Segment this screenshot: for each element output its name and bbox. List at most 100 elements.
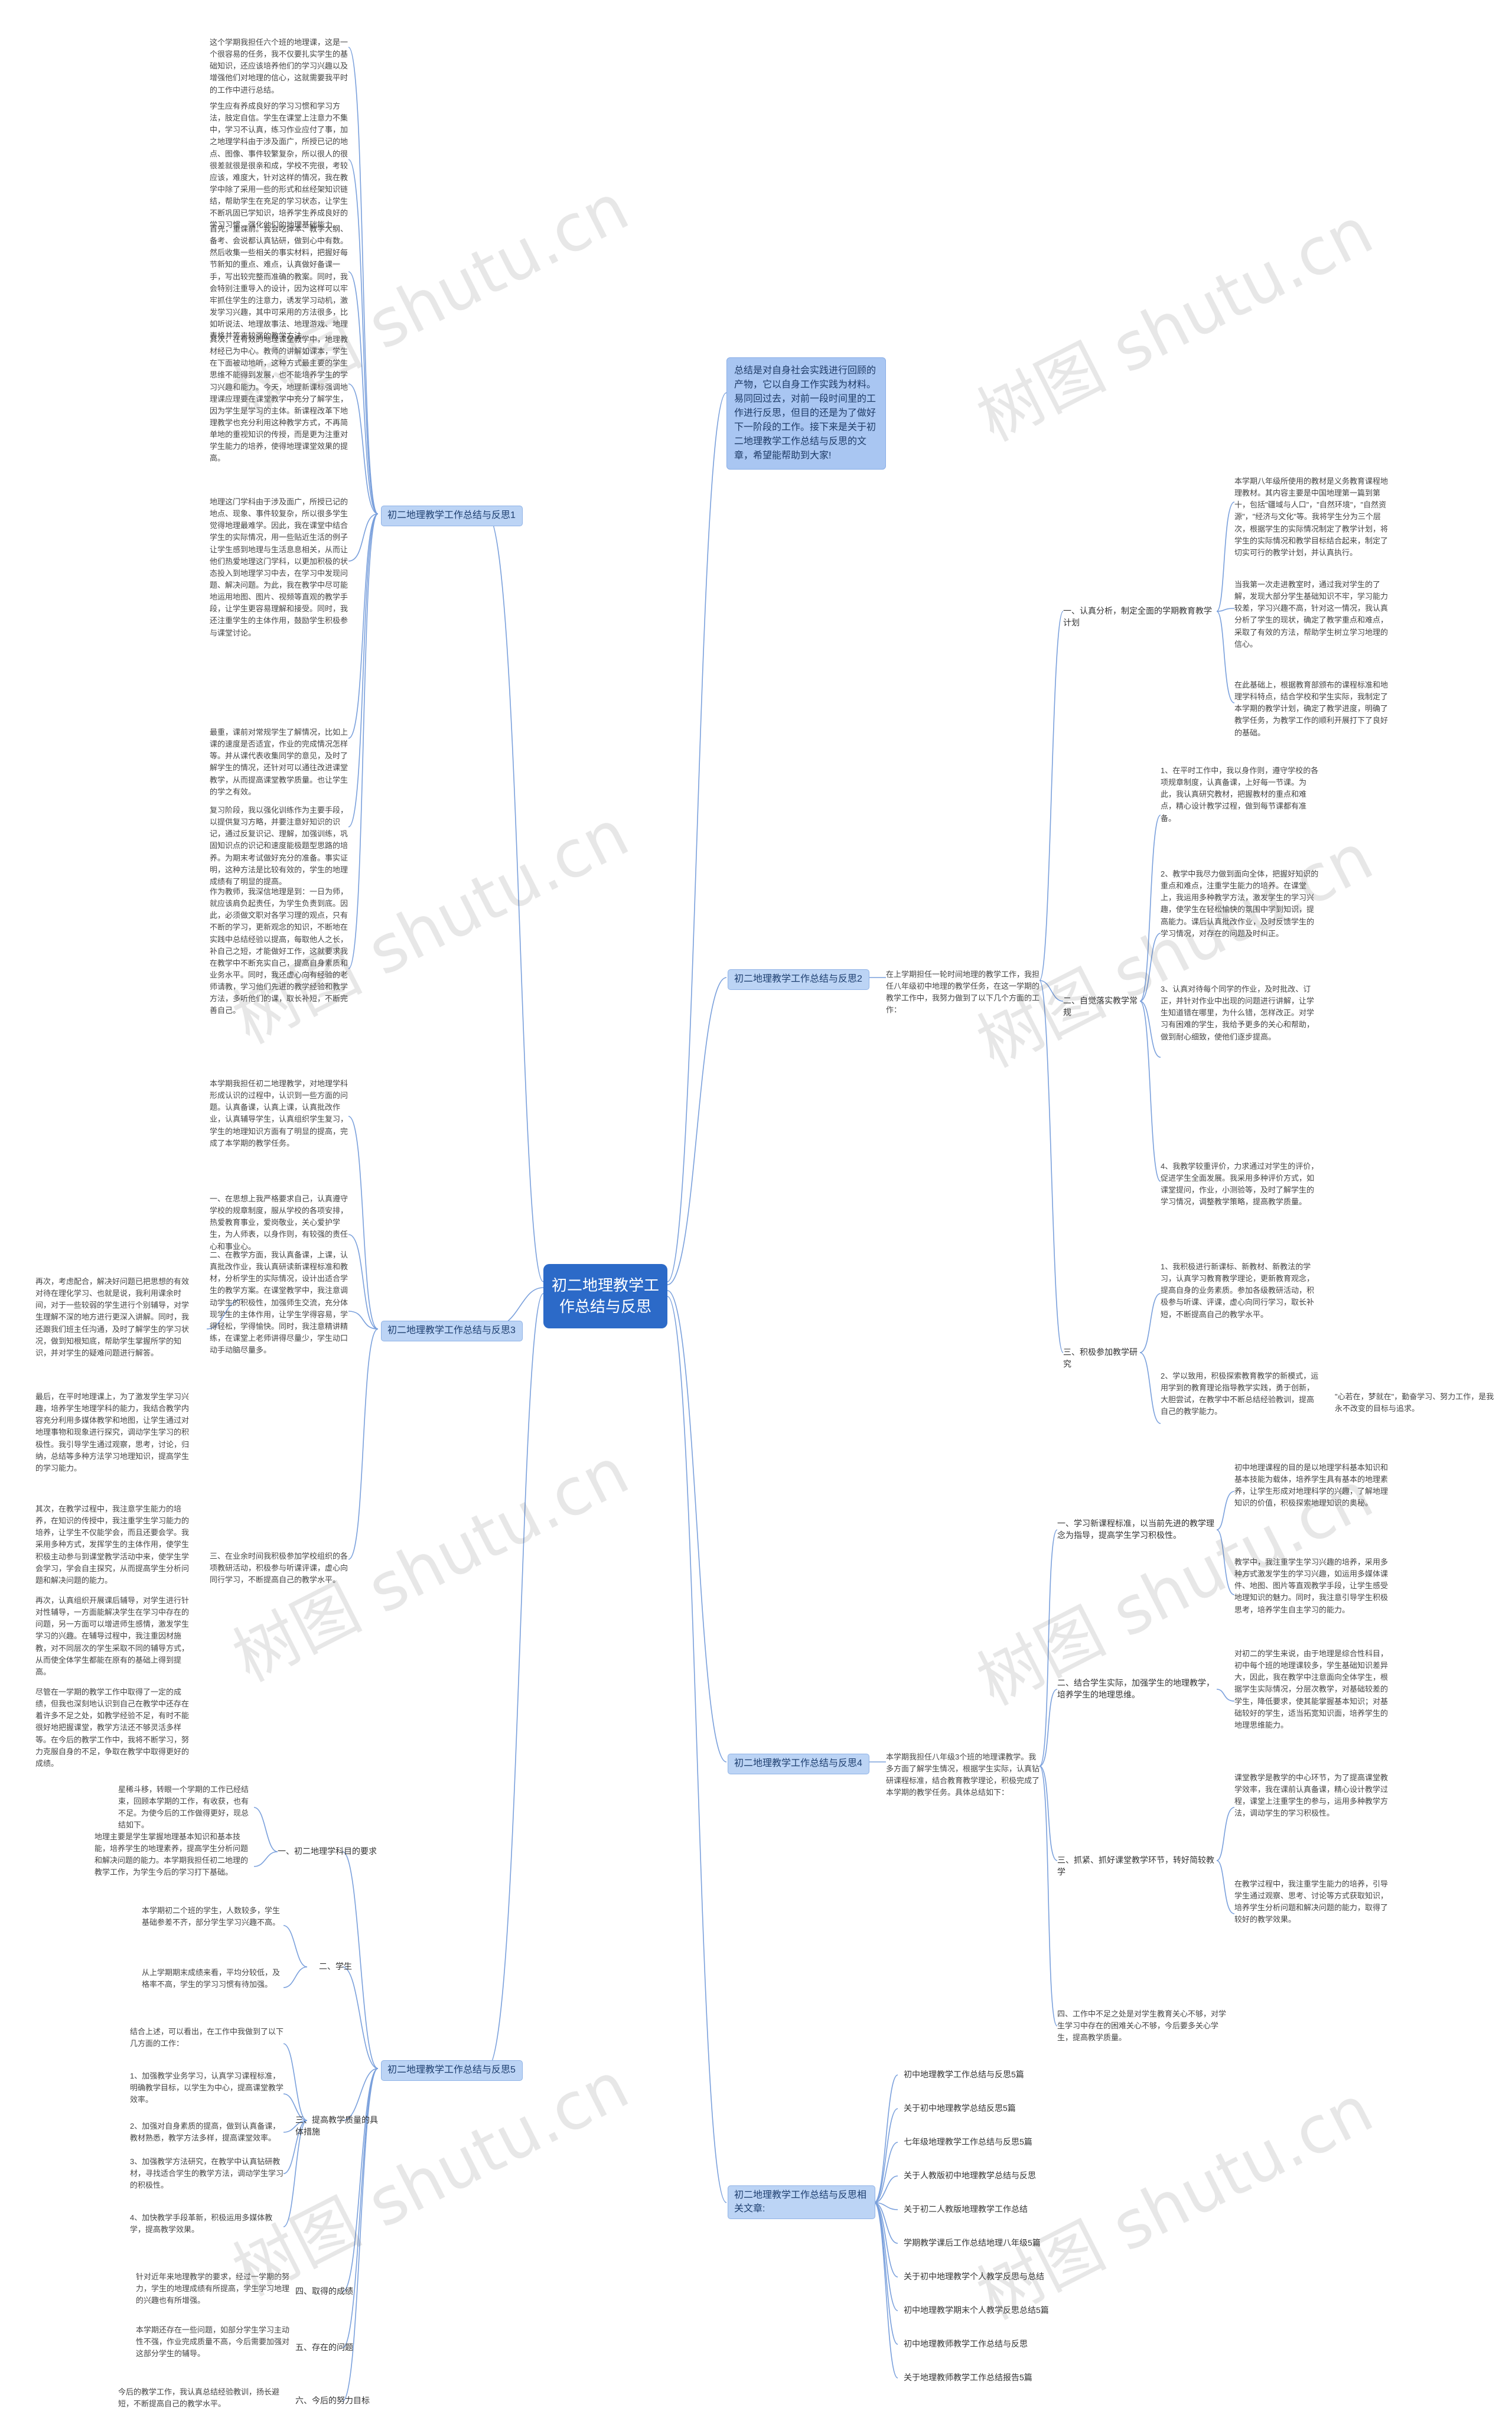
leaf-text: 最后，在平时地理课上，为了激发学生学习兴趣，培养学生地理学科的能力，我结合教学内… (35, 1392, 190, 1473)
leaf-text: 这个学期我担任六个班的地理课，这是一个很容易的任务，我不仅要扎实学生的基础知识，… (210, 38, 348, 95)
section-label[interactable]: 一、认真分析，制定全面的学期教育教学计划 (1063, 606, 1212, 627)
connector (874, 2202, 898, 2210)
connector (1139, 1293, 1161, 1353)
related-article-link[interactable]: 初中地理教学工作总结与反思5篇 (904, 2070, 1024, 2079)
related-article-link[interactable]: 初中地理教学期末个人教学反思总结5篇 (904, 2305, 1049, 2315)
connector (342, 2068, 379, 2292)
related-article-link[interactable]: 关于初中地理教学总结反思5篇 (904, 2103, 1016, 2113)
connector (1139, 933, 1161, 1002)
branch-3[interactable]: 初二地理教学工作总结与反思3 (381, 1321, 523, 1341)
leaf-text: 3、加强教学方法研究，在教学中认真钻研教材，寻找适合学生的教学方法，调动学生学习… (130, 2157, 284, 2190)
leaf-text: 作为教师，我深信地理是到：一日为师，就应该肩负起责任，为学生负责到底。因此，必须… (210, 887, 348, 1015)
branch-1[interactable]: 初二地理教学工作总结与反思1 (381, 506, 523, 526)
connector (283, 2120, 308, 2133)
leaf-text: 从上学期期末成绩来看，平均分较低，及格率不高，学生的学习习惯有待加强。 (142, 1968, 281, 1989)
leaf-text: 4、加快教学手段革新，积极运用多媒体教学，提高教学效果。 (130, 2213, 273, 2234)
leaf-text: 2、教学中我尽力做到面向全体，把握好知识的重点和难点，注重学生能力的培养。在课堂… (1161, 869, 1319, 938)
connector (283, 2093, 308, 2121)
leaf-text: 4、我教学较重评价，力求通过对学生的评价，促进学生全面发展。我采用多种评价方式，… (1161, 1162, 1319, 1207)
branch-2[interactable]: 初二地理教学工作总结与反思2 (728, 969, 869, 990)
branch-5[interactable]: 初二地理教学工作总结与反思5 (381, 2060, 523, 2081)
connector (1216, 1807, 1235, 1861)
connector (874, 2074, 898, 2203)
leaf-text: 其次，在有效的地理课堂教学中，地理教材经已为中心。教师的讲解如课本，学生在下面被… (210, 335, 348, 463)
section-label[interactable]: 二、学生 (319, 1962, 352, 1971)
related-article-link[interactable]: 学期教学课后工作总结地理八年级5篇 (904, 2238, 1041, 2247)
leaf-text: 对初二的学生来说，由于地理是综合性科目，初中每个班的地理课较多，学生基础知识差异… (1234, 1649, 1389, 1729)
section-label[interactable]: 三、提高教学质量的具体措施 (295, 2115, 378, 2136)
connector (1139, 1001, 1161, 1058)
leaf-text: 课堂教学是教学的中心环节，为了提高课堂教学效率，我在课前认真备课，精心设计教学过… (1234, 1773, 1389, 1818)
connector (667, 1296, 727, 2203)
connector (1039, 1765, 1058, 2027)
related-article-link[interactable]: 关于地理教师教学工作总结报告5篇 (904, 2373, 1032, 2382)
related-article-link[interactable]: 关于初二人教版地理教学工作总结 (904, 2204, 1028, 2214)
section-label[interactable]: 五、存在的问题 (295, 2343, 353, 2352)
connector (348, 159, 379, 514)
connector (348, 513, 379, 562)
connector (667, 1290, 727, 1763)
leaf-text: 教学中，我注重学生学习兴趣的培养，采用多种方式激发学生的学习兴趣，如运用多媒体课… (1234, 1558, 1389, 1614)
connector (874, 2175, 898, 2203)
connector (1139, 1001, 1161, 1182)
connector (1039, 611, 1064, 981)
leaf-text: 本学期还存在一些问题，如部分学生学习主动性不强，作业完成质量不高，今后需要加强对… (136, 2325, 290, 2358)
leaf-text: 2、学以致用，积极探索教育教学的新模式，运用学到的教育理论指导教学实践，勇于创新… (1161, 1372, 1319, 1416)
leaf-text: 一、在思想上我严格要求自己，认真遵守学校的规章制度，服从学校的各项安排，热爱教育… (210, 1194, 348, 1251)
connector (874, 2202, 898, 2244)
connector (874, 2142, 898, 2203)
connector (348, 383, 379, 514)
section-label[interactable]: 一、学习新课程标准，以当前先进的教学理念为指导，提高学生学习积极性。 (1057, 1519, 1214, 1540)
connector (1139, 815, 1161, 1002)
connector (348, 513, 379, 828)
section-label[interactable]: 四、取得的成绩 (295, 2286, 353, 2296)
connector (348, 513, 379, 969)
connector (1039, 1529, 1058, 1767)
connector (283, 1966, 308, 1988)
leaf-text: 其次，在教学过程中，我注意学生能力的培养，在知识的传授中，我注重学生学习能力的培… (35, 1504, 190, 1585)
connector (486, 513, 544, 1282)
connector (348, 271, 379, 514)
section-label[interactable]: 三、积极参加教学研究 (1063, 1347, 1138, 1369)
connector (1216, 1860, 1235, 1914)
related-article-link[interactable]: 关于初中地理教学个人教学反思与总结 (904, 2272, 1044, 2281)
connector (486, 1293, 544, 2069)
related-article-link[interactable]: 七年级地理教学工作总结与反思5篇 (904, 2137, 1032, 2146)
leaf-text: 2、加强对自身素质的提高，做到认真备课，教材熟悉，教学方法多样，提高课堂效率。 (130, 2122, 281, 2143)
connector (1216, 608, 1235, 612)
leaf-text: 3、认真对待每个同学的作业，及时批改、订正，并针对作业中出现的问题进行讲解，让学… (1161, 985, 1315, 1041)
leaf-text: 三、在业余时间我积极参加学校组织的各项教研活动，积极参与听课评课，虚心向同行学习… (210, 1552, 348, 1585)
root-topic[interactable]: 初二地理教学工作总结与反思 (543, 1264, 667, 1328)
section-label[interactable]: 二、自觉落实教学常规 (1063, 996, 1138, 1017)
section-label[interactable]: 三、抓紧、抓好课堂教学环节，转好简较教学 (1057, 1855, 1214, 1877)
leaf-text: "心若在，梦就在"，勤奋学习、努力工作，是我永不改变的目标与追求。 (1335, 1392, 1494, 1413)
connector (1216, 501, 1235, 612)
related-article-link[interactable]: 初中地理教师教学工作总结与反思 (904, 2339, 1028, 2348)
branch-6[interactable]: 初二地理教学工作总结与反思相关文章: (728, 2185, 875, 2220)
section-label[interactable]: 六、今后的努力目标 (295, 2396, 370, 2405)
leaf-text: 1、在平时工作中，我以身作则，遵守学校的各项规章制度，认真备课，上好每一节课。为… (1161, 766, 1319, 823)
related-article-link[interactable]: 关于人教版初中地理教学总结与反思 (904, 2171, 1036, 2180)
connector (348, 1116, 379, 1330)
connector (283, 2120, 308, 2227)
leaf-text: 结合上述，可以看出，在工作中我做到了以下几方面的工作： (130, 2027, 284, 2048)
connector (1039, 980, 1064, 1353)
connector (1039, 1689, 1058, 1767)
connector (253, 1851, 278, 1867)
branch-4[interactable]: 初二地理教学工作总结与反思4 (728, 1754, 869, 1774)
leaf-text: 本学期我担任初二地理教学，对地理学科形成认识的过程中，认识到一些方面的问题。认真… (210, 1079, 348, 1148)
section-label[interactable]: 一、初二地理学科目的要求 (278, 1846, 377, 1856)
connector (348, 47, 379, 514)
connector (1039, 980, 1064, 1002)
connector (283, 2043, 308, 2121)
connector (342, 2068, 379, 2348)
connector (342, 1966, 379, 2069)
leaf-text: 初中地理课程的目的是以地理学科基本知识和基本技能为载体，培养学生具有基本的地理素… (1234, 1463, 1389, 1508)
connector (283, 1925, 308, 1967)
leaf-text: 当我第一次走进教室时，通过我对学生的了解，发现大部分学生基础知识不牢，学习能力较… (1234, 580, 1389, 649)
connector (1216, 1689, 1235, 1702)
leaf-text: 本学期八年级所使用的教材是义务教育课程地理教材。其内容主要是中国地理第一篇到第十… (1234, 477, 1389, 557)
leaf-text: 针对近年来地理教学的要求，经过一学期的努力，学生的地理成绩有所提高，学生学习地理… (136, 2272, 290, 2305)
section-label[interactable]: 二、结合学生实际，加强学生的地理教学，培养学生的地理思维。 (1057, 1678, 1214, 1699)
connector (342, 2068, 379, 2402)
